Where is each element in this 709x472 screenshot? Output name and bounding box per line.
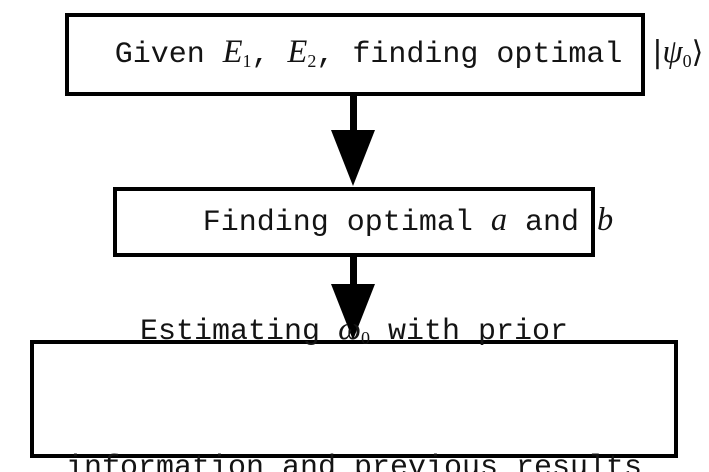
var-a: a [490, 202, 508, 238]
flowchart-box-step-3: Estimating ω0 with prior information and… [30, 311, 678, 472]
text-run: , finding optimal [316, 38, 641, 72]
step-3-line-1: Estimating ω0 with prior [66, 307, 642, 356]
step-2-text: Finding optimal a and b [95, 153, 614, 291]
ket-rangle: ⟩ [691, 35, 704, 70]
ket-bar: | [652, 35, 663, 70]
step-3-text: Estimating ω0 with prior information and… [66, 217, 642, 472]
flowchart-box-step-2: Finding optimal a and b [113, 187, 613, 257]
var-E: E [287, 34, 308, 70]
var-E: E [222, 34, 243, 70]
text-run: information and previous results [65, 451, 643, 472]
text-run: Estimating [140, 315, 339, 349]
text-run: and [507, 206, 598, 240]
text-run: Finding optimal [202, 206, 491, 240]
arrow-1-stem [350, 94, 357, 134]
down-arrow-icon [331, 130, 375, 186]
arrow-2-stem [350, 255, 357, 289]
subscript-1: 1 [242, 51, 252, 72]
step-1-text: Given E1, E2, finding optimal |ψ0⟩ [7, 0, 704, 124]
var-omega: ω [338, 311, 361, 347]
down-arrow-icon [331, 284, 375, 340]
text-run: Given [114, 38, 223, 72]
subscript-2: 2 [307, 51, 317, 72]
var-b: b [597, 202, 614, 238]
text-run: with prior [369, 315, 568, 349]
step-3-line-2: information and previous results [66, 446, 642, 472]
text-run: , [251, 38, 288, 72]
subscript-0: 0 [360, 328, 370, 349]
subscript-0: 0 [682, 51, 692, 72]
flowchart-box-step-1: Given E1, E2, finding optimal |ψ0⟩ [65, 13, 703, 96]
var-psi: ψ [662, 34, 683, 70]
